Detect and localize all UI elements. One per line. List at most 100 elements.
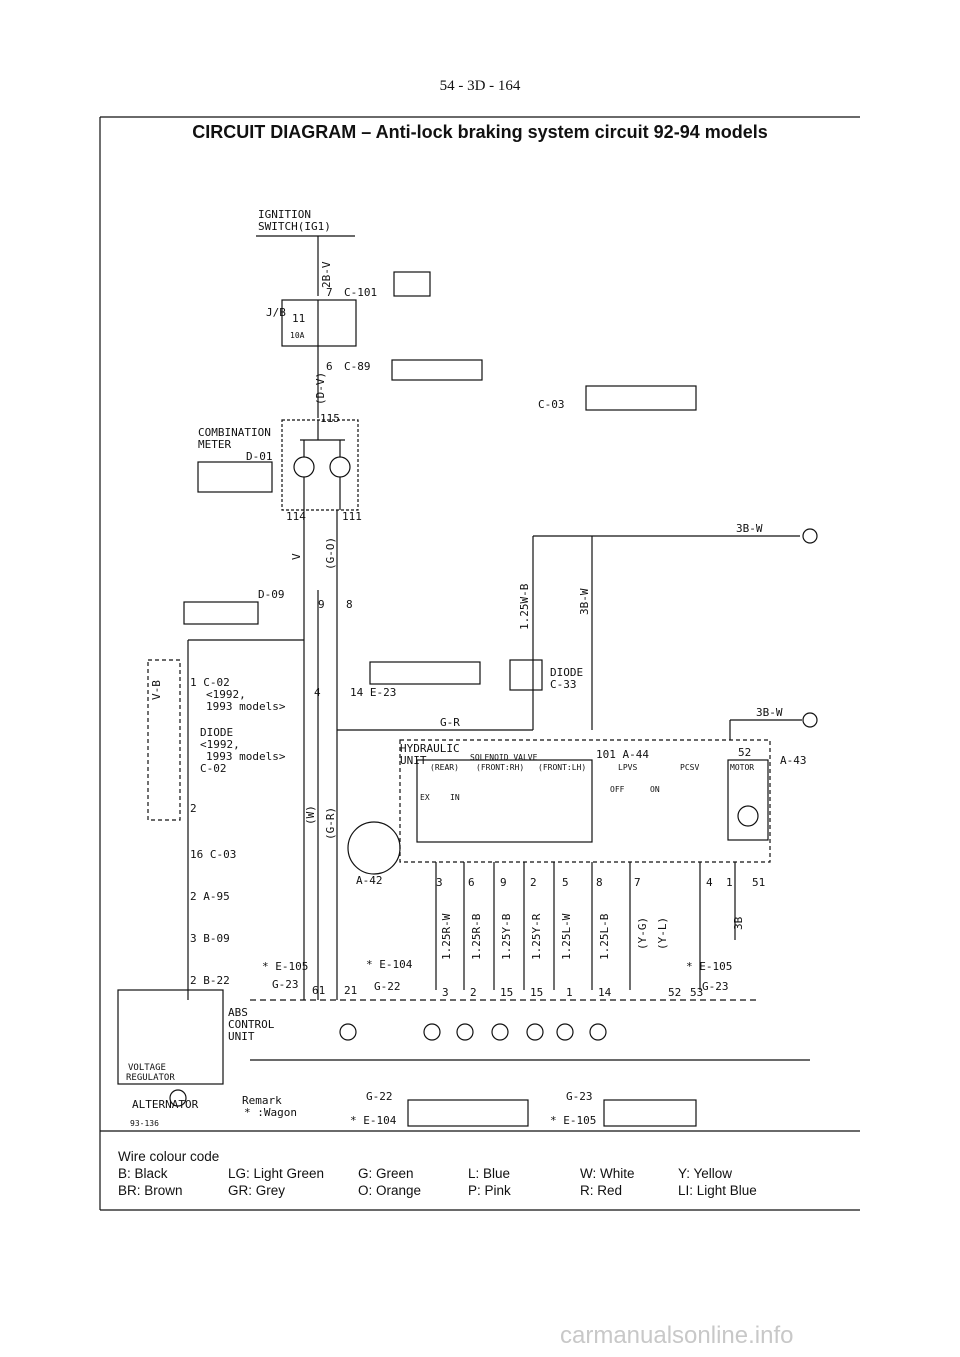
label-ignition: IGNITION [258, 208, 311, 221]
page-number: 54 - 3D - 164 [439, 78, 521, 94]
legend-entry: L: Blue [468, 1166, 511, 1181]
label-pin-4: 4 [314, 686, 321, 699]
alternator-ground [169, 1089, 187, 1107]
wire-label-2b-v: 2B-V [320, 261, 333, 288]
hydraulic-pin: 1 [726, 876, 733, 889]
e23-connector [369, 661, 481, 685]
wire-label-w: (W) [304, 805, 317, 825]
label-g22-b: G-22 [366, 1090, 393, 1103]
solenoid-valve-box [416, 759, 593, 843]
legend-entry: Y: Yellow [678, 1166, 733, 1181]
abs-pin: 15 [530, 986, 543, 999]
abs-pin: 1 [566, 986, 573, 999]
label-gr: G-R [440, 716, 460, 729]
label-e105-r: * E-105 [686, 960, 732, 973]
label-c89-pin: 6 [326, 360, 333, 373]
hydraulic-pin: 7 [634, 876, 641, 889]
label-solenoid: SOLENOID VALVE [470, 753, 538, 762]
wire-label-125wb: 1.25W-B [518, 583, 531, 630]
label-3bw-1: 3B-W [736, 522, 763, 535]
label-diode-right-2: C-33 [550, 678, 577, 691]
legend-heading: Wire colour code [118, 1149, 220, 1164]
label-e23: 14 E-23 [350, 686, 396, 699]
label-diode-left-3: 1993 models> [206, 750, 286, 763]
abs-pin: 52 [668, 986, 681, 999]
label-c02-note1: <1992, [206, 688, 246, 701]
hydraulic-pin: 8 [596, 876, 603, 889]
label-figure-code: 93-136 [130, 1119, 159, 1128]
label-c02: 1 C-02 [190, 676, 230, 689]
hydraulic-pin: 5 [562, 876, 569, 889]
label-3bw-2: 3B-W [756, 706, 783, 719]
label-diode-right: DIODE [550, 666, 583, 679]
connector-1 [802, 528, 818, 544]
abs-pin: 3 [442, 986, 449, 999]
alternator-box [117, 989, 224, 1085]
d09-connector [183, 601, 259, 625]
label-g23-b: G-23 [566, 1090, 593, 1103]
legend-entry: G: Green [358, 1166, 414, 1181]
label-pin-111: 111 [342, 510, 362, 523]
label-diode-left-4: C-02 [200, 762, 227, 775]
label-rear: (REAR) [430, 763, 459, 772]
label-remark: Remark [242, 1094, 282, 1107]
hydraulic-wire: (Y-L) [656, 917, 669, 950]
motor-box [727, 759, 769, 841]
label-diode-left-2: <1992, [200, 738, 240, 751]
label-c101: C-101 [344, 286, 377, 299]
label-a95: 2 A-95 [190, 890, 230, 903]
connector-block-g23 [603, 1099, 697, 1127]
label-d01: D-01 [246, 450, 273, 463]
label-alternator: ALTERNATOR [132, 1098, 199, 1111]
legend-entry: BR: Brown [118, 1183, 183, 1198]
label-combination: COMBINATION [198, 426, 271, 439]
label-off: OFF [610, 785, 625, 794]
connector-block-g22 [407, 1099, 529, 1127]
label-pin-114: 114 [286, 510, 306, 523]
label-pin-21: 21 [344, 984, 357, 997]
label-combination-2: METER [198, 438, 231, 451]
label-abs-2: CONTROL [228, 1018, 275, 1031]
watermark: carmanualsonline.info [560, 1322, 794, 1349]
hydraulic-wire: 3B [732, 916, 745, 930]
hydraulic-wire: 1.25R-W [440, 913, 453, 960]
legend-entry: P: Pink [468, 1183, 511, 1198]
label-motor: MOTOR [730, 763, 754, 772]
label-voltage-regulator-2: REGULATOR [126, 1073, 175, 1083]
label-pin-61: 61 [312, 984, 325, 997]
abs-pin: 15 [500, 986, 513, 999]
hydraulic-wire: 1.25Y-B [500, 913, 513, 960]
hydraulic-wire: (Y-G) [636, 917, 649, 950]
label-ex: EX [420, 793, 430, 802]
hydraulic-pin: 6 [468, 876, 475, 889]
label-g22: G-22 [374, 980, 401, 993]
label-on: ON [650, 785, 660, 794]
c03-connector [585, 385, 697, 411]
diagram-title: CIRCUIT DIAGRAM – Anti-lock braking syst… [192, 122, 768, 142]
label-b22: 2 B-22 [190, 974, 230, 987]
hydraulic-pin: 4 [706, 876, 713, 889]
label-a43: A-43 [780, 754, 807, 767]
connector-2 [802, 712, 818, 728]
label-voltage-regulator: VOLTAGE [128, 1063, 166, 1073]
hydraulic-pin: 51 [752, 876, 765, 889]
diode-right-box [509, 659, 543, 691]
label-e105-top: * E-105 [262, 960, 308, 973]
legend-entry: LI: Light Blue [678, 1183, 757, 1198]
label-pcsv: PCSV [680, 763, 699, 772]
label-in: IN [450, 793, 460, 802]
wire-label-v: V [290, 553, 303, 560]
label-c02-note2: 1993 models> [206, 700, 286, 713]
a42-connector [347, 821, 401, 875]
hydraulic-wire: 1.25L-W [560, 913, 573, 960]
label-g23-r: G-23 [702, 980, 729, 993]
d01-connector [197, 461, 273, 493]
abs-pin: 53 [690, 986, 703, 999]
abs-pin: 14 [598, 986, 612, 999]
label-fuse-amp: 10A [290, 331, 305, 340]
label-hydraulic-2: UNIT [400, 754, 427, 767]
label-front-rh: (FRONT:RH) [476, 763, 524, 772]
label-hydraulic: HYDRAULIC [400, 742, 460, 755]
hydraulic-pin: 2 [530, 876, 537, 889]
hydraulic-pin: 9 [500, 876, 507, 889]
